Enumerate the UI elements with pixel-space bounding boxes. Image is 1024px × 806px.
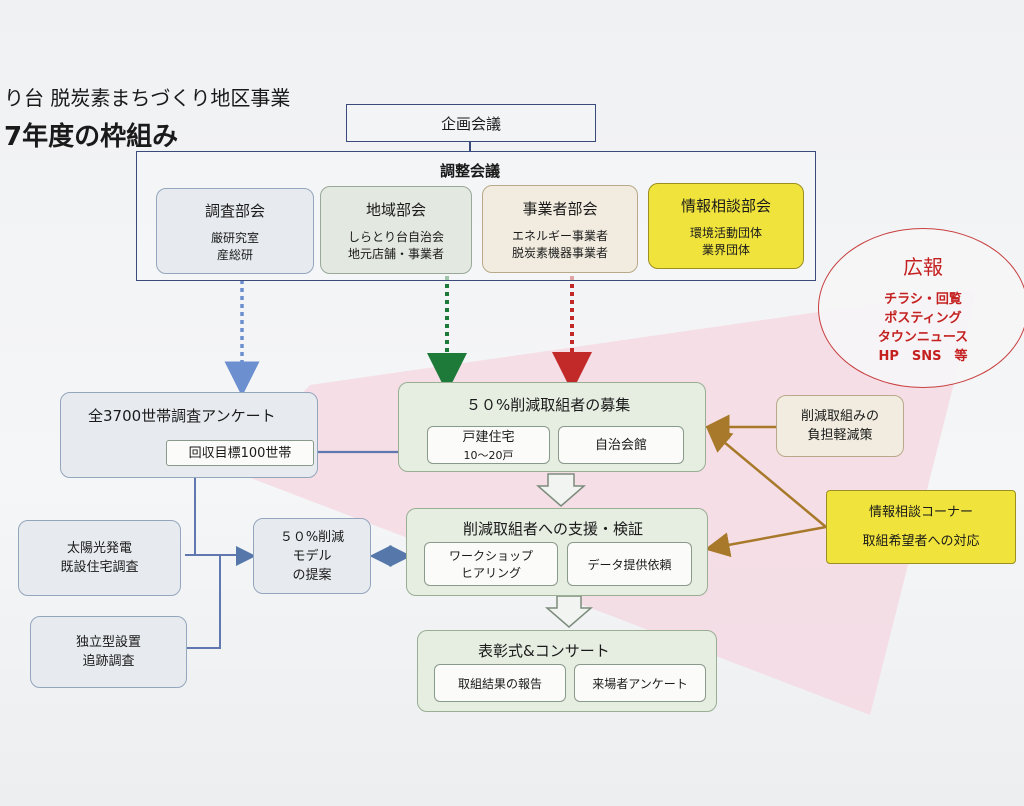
model-line2: モデル [292,548,332,564]
unit-info-title: 情報相談部会 [680,196,771,215]
survey-sub-label: 回収目標100世帯 [188,445,292,461]
kikaku-connector [469,142,471,152]
award-report-label: 取組結果の報告 [457,676,542,691]
unit-business-title: 事業者部会 [522,199,598,218]
unit-business-line2: 脱炭素機器事業者 [511,245,608,260]
support-title: 削減取組者への支援・検証 [463,520,644,538]
arrow-corner-support [704,525,827,558]
down-arrow-2 [544,595,594,628]
solar-line1: 太陽光発電 [66,541,132,556]
unit-area-line1: しらとり台自治会 [347,229,444,244]
kouhou-line3: タウンニュース [877,329,969,345]
recruit-title: ５０%削減取組者の募集 [466,396,631,414]
arrow-corner-recruit [706,427,827,528]
kikaku-box: 企画会議 [346,104,596,142]
support-ws2: ヒアリング [460,566,521,580]
chousei-title: 調整会議 [440,162,501,180]
kouhou-line4: HP SNS 等 [878,348,968,364]
header-line1: り台 脱炭素まちづくり地区事業 [4,86,291,110]
recruit-house-label: 戸建住宅 [462,429,515,445]
support-data: データ提供依頼 [567,542,692,586]
solar-line2: 既設住宅調査 [60,560,139,575]
burden-box: 削減取組みの 負担軽減策 [776,395,904,457]
unit-info-line1: 環境活動団体 [689,225,762,240]
kouhou-line2: ポスティング [884,310,962,326]
kikaku-label: 企画会議 [440,114,501,133]
solar-box: 太陽光発電 既設住宅調査 [18,520,181,596]
unit-area-line2: 地元店舗・事業者 [347,246,444,261]
support-ws1: ワークショップ [448,549,533,563]
model-box: ５０%削減 モデル の提案 [253,518,371,594]
kouhou-ellipse: 広報 チラシ・回覧 ポスティング タウンニュース HP SNS 等 [818,228,1024,388]
down-arrow-1 [535,473,587,507]
kouhou-title: 広報 [903,254,943,279]
survey-title: 全3700世帯調査アンケート [88,407,276,425]
award-title: 表彰式&コンサート [478,642,610,660]
info-corner-title: 情報相談コーナー [868,505,973,520]
independent-box: 独立型設置 追跡調査 [30,616,187,688]
unit-survey: 調査部会 厳研究室 産総研 [156,188,314,274]
tree-line [194,475,230,556]
award-visitor: 来場者アンケート [574,664,706,702]
recruit-house: 戸建住宅 10～20戸 [427,426,550,464]
survey-sub: 回収目標100世帯 [166,440,314,466]
kouhou-line1: チラシ・回覧 [884,291,962,307]
model-line3: の提案 [292,567,332,583]
independent-line1: 独立型設置 [75,635,141,650]
unit-survey-title: 調査部会 [204,201,265,220]
unit-info: 情報相談部会 環境活動団体 業界団体 [648,183,804,269]
model-line1: ５０%削減 [279,529,345,545]
recruit-house-sub: 10～20戸 [463,448,514,462]
unit-area-title: 地域部会 [365,200,426,219]
unit-business-line1: エネルギー事業者 [511,228,608,243]
burden-line1: 削減取組みの [800,409,879,424]
header-line2: 7年度の枠組み [4,122,179,152]
unit-business: 事業者部会 エネルギー事業者 脱炭素機器事業者 [482,185,638,273]
support-data-label: データ提供依頼 [587,557,672,572]
recruit-hall-label: 自治会館 [594,437,647,453]
unit-survey-line2: 産総研 [216,247,253,262]
recruit-hall: 自治会館 [558,426,684,464]
award-report: 取組結果の報告 [434,664,566,702]
award-visitor-label: 来場者アンケート [592,676,688,691]
support-workshop: ワークショップ ヒアリング [424,542,558,586]
info-corner-sub: 取組希望者への対応 [862,534,980,549]
info-corner-box: 情報相談コーナー 取組希望者への対応 [826,490,1016,564]
independent-line2: 追跡調査 [82,654,135,669]
unit-info-line2: 業界団体 [701,242,750,257]
unit-area: 地域部会 しらとり台自治会 地元店舗・事業者 [320,186,472,274]
burden-line2: 負担軽減策 [807,428,873,443]
unit-survey-line1: 厳研究室 [210,230,259,245]
